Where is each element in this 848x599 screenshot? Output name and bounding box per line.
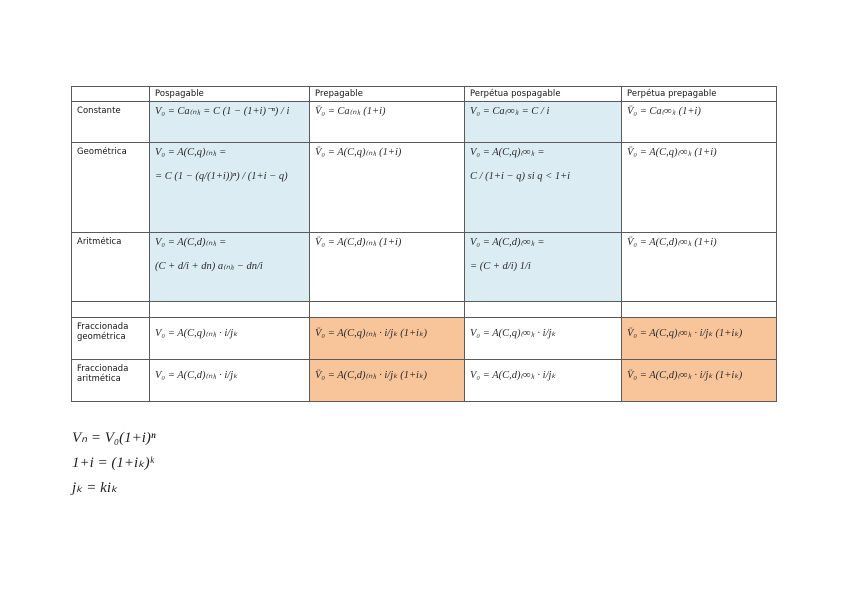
note-compound-value: Vₙ = V₀(1+i)ⁿ (72, 430, 156, 446)
formula: V̈₀ = A(C,d)₍ₙ₎ᵢ (1+i) (315, 237, 402, 248)
row-label: Fraccionada geométrica (71, 317, 150, 360)
formula-cell: V₀ = Ca₍∞₎ᵢ = C / i (464, 101, 622, 143)
formula: V̈₀ = A(C,q)₍ₙ₎ᵢ · i/jₖ (1+iₖ) (315, 328, 427, 339)
formula-cell: V̈₀ = A(C,q)₍∞₎ᵢ · i/jₖ (1+iₖ) (621, 317, 777, 360)
formula: V̈₀ = Ca₍∞₎ᵢ (1+i) (627, 106, 701, 117)
formula-cell: V̈₀ = A(C,d)₍∞₎ᵢ · i/jₖ (1+iₖ) (621, 359, 777, 402)
formula: V₀ = A(C,d)₍ₙ₎ᵢ = (155, 237, 227, 248)
formula-cell: V₀ = A(C,q)₍∞₎ᵢ · i/jₖ (464, 317, 622, 360)
formula: V₀ = A(C,q)₍ₙ₎ᵢ = (155, 147, 227, 158)
formula-cell: V₀ = Ca₍ₙ₎ᵢ = C (1 − (1+i)⁻ⁿ) / i (149, 101, 310, 143)
empty-cell (309, 301, 465, 318)
formula-continuation: (C + d/i + dn) a₍ₙ₎ᵢ − dn/i (155, 261, 263, 272)
formula: V₀ = Ca₍∞₎ᵢ = C / i (470, 106, 550, 117)
row-label: Aritmética (71, 232, 150, 302)
row-label: Fraccionada aritmética (71, 359, 150, 402)
formula-cell: V₀ = A(C,d)₍∞₎ᵢ · i/jₖ (464, 359, 622, 402)
table-row-fraccionada-geometrica: Fraccionada geométrica V₀ = A(C,q)₍ₙ₎ᵢ ·… (71, 317, 777, 360)
header-prepagable: Prepagable (309, 86, 465, 102)
formula: V̈₀ = Ca₍ₙ₎ᵢ (1+i) (315, 106, 386, 117)
formula-continuation: = C (1 − (q/(1+i))ⁿ) / (1+i − q) (155, 171, 288, 182)
formula-cell: V̈₀ = Ca₍∞₎ᵢ (1+i) (621, 101, 777, 143)
formula-cell: V₀ = A(C,d)₍ₙ₎ᵢ · i/jₖ (149, 359, 310, 402)
formula: V₀ = A(C,q)₍ₙ₎ᵢ · i/jₖ (155, 328, 238, 339)
table-row-geometrica: Geométrica V₀ = A(C,q)₍ₙ₎ᵢ = = C (1 − (q… (71, 142, 777, 233)
empty-cell (71, 301, 150, 318)
empty-cell (464, 301, 622, 318)
formula: V₀ = A(C,d)₍ₙ₎ᵢ · i/jₖ (155, 370, 238, 381)
formula-cell: V̈₀ = A(C,d)₍ₙ₎ᵢ (1+i) (309, 232, 465, 302)
formula: V₀ = A(C,d)₍∞₎ᵢ = (470, 237, 545, 248)
formula: V̈₀ = A(C,q)₍∞₎ᵢ · i/jₖ (1+iₖ) (627, 328, 743, 339)
row-label: Constante (71, 101, 150, 143)
formula: V₀ = A(C,q)₍∞₎ᵢ = (470, 147, 545, 158)
formula-cell: V₀ = A(C,d)₍ₙ₎ᵢ = (C + d/i + dn) a₍ₙ₎ᵢ −… (149, 232, 310, 302)
header-perpetua-prepagable: Perpétua prepagable (621, 86, 777, 102)
formula: V₀ = A(C,q)₍∞₎ᵢ · i/jₖ (470, 328, 556, 339)
formula-continuation: C / (1+i − q) si q < 1+i (470, 171, 571, 182)
note-nominal-rate: jₖ = kiₖ (72, 480, 118, 496)
table-row-spacer (71, 301, 777, 318)
formula-cell: V₀ = A(C,q)₍ₙ₎ᵢ = = C (1 − (q/(1+i))ⁿ) /… (149, 142, 310, 233)
formula-cell: V̈₀ = A(C,q)₍∞₎ᵢ (1+i) (621, 142, 777, 233)
row-label: Geométrica (71, 142, 150, 233)
empty-cell (149, 301, 310, 318)
formula: V₀ = Ca₍ₙ₎ᵢ = C (1 − (1+i)⁻ⁿ) / i (155, 106, 290, 117)
formula-cell: V₀ = A(C,q)₍ₙ₎ᵢ · i/jₖ (149, 317, 310, 360)
formula-cell: V̈₀ = A(C,q)₍ₙ₎ᵢ · i/jₖ (1+iₖ) (309, 317, 465, 360)
header-pospagable: Pospagable (149, 86, 310, 102)
formula: V̈₀ = A(C,q)₍ₙ₎ᵢ (1+i) (315, 147, 402, 158)
formula-cell: V̈₀ = A(C,d)₍∞₎ᵢ (1+i) (621, 232, 777, 302)
formula-cell: V₀ = A(C,d)₍∞₎ᵢ = = (C + d/i) 1/i (464, 232, 622, 302)
formula-cell: V̈₀ = A(C,q)₍ₙ₎ᵢ (1+i) (309, 142, 465, 233)
formula: V̈₀ = A(C,d)₍ₙ₎ᵢ · i/jₖ (1+iₖ) (315, 370, 427, 381)
header-row: Pospagable Prepagable Perpétua pospagabl… (71, 86, 777, 102)
formula-continuation: = (C + d/i) 1/i (470, 261, 531, 272)
header-corner (71, 86, 150, 102)
table-row-fraccionada-aritmetica: Fraccionada aritmética V₀ = A(C,d)₍ₙ₎ᵢ ·… (71, 359, 777, 402)
note-equivalent-rate: 1+i = (1+iₖ)ᵏ (72, 455, 154, 471)
table-row-constante: Constante V₀ = Ca₍ₙ₎ᵢ = C (1 − (1+i)⁻ⁿ) … (71, 101, 777, 143)
annuity-formulas-table: Pospagable Prepagable Perpétua pospagabl… (71, 86, 777, 402)
formula-cell: V̈₀ = A(C,d)₍ₙ₎ᵢ · i/jₖ (1+iₖ) (309, 359, 465, 402)
formula-cell: V̈₀ = Ca₍ₙ₎ᵢ (1+i) (309, 101, 465, 143)
table-row-aritmetica: Aritmética V₀ = A(C,d)₍ₙ₎ᵢ = (C + d/i + … (71, 232, 777, 302)
formula: V̈₀ = A(C,q)₍∞₎ᵢ (1+i) (627, 147, 717, 158)
formula: V̈₀ = A(C,d)₍∞₎ᵢ (1+i) (627, 237, 717, 248)
formula-cell: V₀ = A(C,q)₍∞₎ᵢ = C / (1+i − q) si q < 1… (464, 142, 622, 233)
empty-cell (621, 301, 777, 318)
formula: V̈₀ = A(C,d)₍∞₎ᵢ · i/jₖ (1+iₖ) (627, 370, 743, 381)
header-perpetua-pospagable: Perpétua pospagable (464, 86, 622, 102)
formula: V₀ = A(C,d)₍∞₎ᵢ · i/jₖ (470, 370, 556, 381)
